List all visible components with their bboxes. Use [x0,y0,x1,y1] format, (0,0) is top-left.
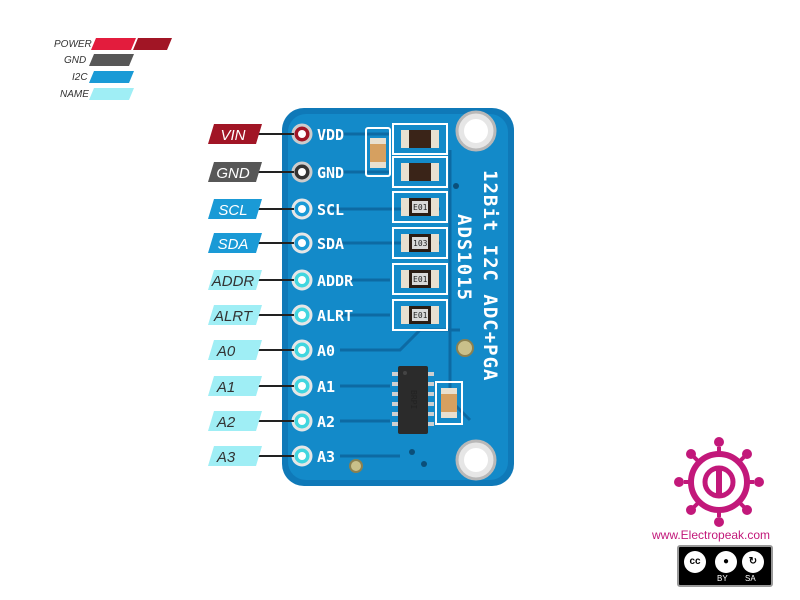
tag-vin: VIN [208,124,294,144]
share-alike-icon: ↻ [742,551,764,573]
svg-text:SCL: SCL [218,202,247,219]
resistor-e01-a: E01 [392,191,448,223]
capacitor [370,138,386,168]
brand-url: www.Electropeak.com [652,528,771,542]
legend-power-label: POWER [54,39,92,50]
resistor-e01-c: E01 [392,299,448,331]
svg-text:VIN: VIN [220,127,245,144]
svg-text:SDA: SDA [218,236,249,253]
capacitor-2 [435,381,463,425]
legend-i2c-label: I2C [72,72,88,83]
ic-marking: BRPI [409,390,418,409]
tag-a1: A1 [208,376,294,396]
silk-vdd: VDD [317,126,344,144]
via-pad [456,339,474,357]
tag-a0: A0 [208,340,294,360]
silkscreen-labels: VDD GND SCL SDA ADDR ALRT A0 A1 A2 A3 [317,126,354,466]
tag-gnd: GND [208,162,294,182]
via-pad-bottom [349,459,363,473]
pcb-traces [318,132,472,458]
cc-sa-label: SA [745,574,756,583]
tag-addr: ADDR [208,270,294,290]
silk-alrt: ALRT [317,307,353,325]
svg-text:E01: E01 [413,311,428,320]
legend-i2c-swatch [89,71,134,83]
pin-tags: VIN GND SCL SDA ADDR ALRT [208,124,294,466]
pin-headers [291,123,313,467]
silk-addr: ADDR [317,272,354,290]
tag-sda: SDA [208,233,294,253]
silk-a0: A0 [317,342,335,360]
svg-text:GND: GND [216,165,250,182]
legend-power-swatch-dark [133,38,172,50]
pcb-board: VDD GND SCL SDA ADDR ALRT A0 A1 A2 A3 12… [282,108,514,486]
cc-by-label: BY [717,574,728,583]
resistor-e01-b: E01 [392,263,448,295]
silk-gnd: GND [317,164,344,182]
electropeak-logo-icon [674,437,764,527]
resistor-103: 103 [392,227,448,259]
svg-text:103: 103 [413,239,428,248]
cc-icon: cc [684,551,706,573]
board-chip-name: ADS1015 [453,214,475,301]
tag-scl: SCL [208,199,294,219]
board-title: 12Bit I2C ADC+PGA [479,170,501,381]
tag-a3: A3 [208,446,294,466]
legend-power-swatch [91,38,136,50]
svg-text:A1: A1 [216,379,235,396]
silk-scl: SCL [317,201,344,219]
attribution-icon: ● [715,551,737,573]
svg-text:ADDR: ADDR [211,273,255,290]
tag-a2: A2 [208,411,294,431]
silk-a2: A2 [317,413,335,431]
svg-text:A3: A3 [216,449,236,466]
silk-a3: A3 [317,448,335,466]
adc-ic: BRPI [392,366,434,434]
svg-text:A0: A0 [216,343,236,360]
resistor-2 [392,156,448,188]
svg-text:E01: E01 [413,275,428,284]
legend: POWER GND I2C NAME [54,38,172,100]
resistor-1 [392,123,448,155]
silk-a1: A1 [317,378,335,396]
silk-sda: SDA [317,235,344,253]
smd-components: E01 103 E01 [365,123,463,434]
legend-name-swatch [89,88,134,100]
svg-text:A2: A2 [216,414,236,431]
legend-gnd-label: GND [64,55,86,66]
svg-text:E01: E01 [413,203,428,212]
svg-text:ALRT: ALRT [213,308,254,325]
cc-license-badge: cc ● ↻ BY SA [677,545,773,587]
tag-alrt: ALRT [208,305,294,325]
legend-gnd-swatch [89,54,134,66]
legend-name-label: NAME [60,89,89,100]
